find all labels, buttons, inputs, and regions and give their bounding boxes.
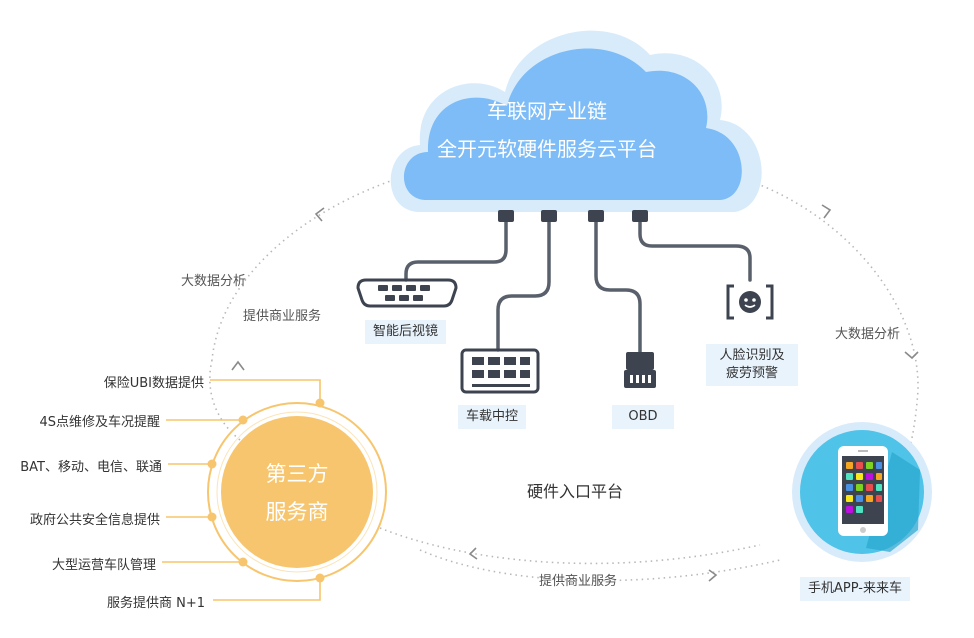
hardware-platform-label: 硬件入口平台 [527, 482, 624, 501]
provider-item: 大型运营车队管理 [51, 558, 156, 573]
provider-item: 4S点维修及车况提醒 [39, 415, 160, 430]
provider-dots [207, 398, 325, 583]
provider-connectors [162, 379, 321, 601]
phone-app-label: 手机APP-来来车 [800, 577, 910, 601]
face-recognition-label-line1: 人脸识别及 [719, 348, 785, 363]
left-big-data-label: 大数据分析 [181, 274, 247, 289]
face-recognition-label-line2: 疲劳预警 [725, 366, 778, 381]
smart-mirror-label: 智能后视镜 [365, 320, 447, 344]
flow-arrows [231, 204, 919, 582]
service-provider-line2: 服务商 [265, 500, 329, 524]
face-recognition-label: 人脸识别及 疲劳预警 [706, 344, 798, 386]
provider-item: 服务提供商 N+1 [106, 596, 205, 611]
bottom-business-label: 提供商业服务 [539, 574, 618, 589]
provider-item: 政府公共安全信息提供 [29, 513, 160, 528]
obd-label: OBD [612, 405, 674, 429]
connectors [498, 210, 648, 222]
service-provider-line1: 第三方 [265, 462, 329, 486]
cables [404, 220, 752, 354]
phone-app-icon [792, 422, 932, 562]
cloud-shape [390, 30, 762, 213]
left-business-label: 提供商业服务 [243, 309, 322, 324]
provider-item: 保险UBI数据提供 [103, 376, 204, 391]
obd-plug-icon [624, 352, 656, 388]
right-big-data-label: 大数据分析 [835, 327, 901, 342]
center-console-icon [460, 348, 540, 394]
cloud-title-line1: 车联网产业链 [487, 99, 607, 123]
service-provider-rings [207, 402, 387, 582]
flow-dotted-lines [209, 175, 919, 582]
face-recognition-icon [726, 284, 774, 320]
smart-mirror-icon [356, 278, 458, 308]
cloud-title-line2: 全开元软硬件服务云平台 [437, 137, 657, 161]
center-console-label: 车载中控 [458, 405, 527, 429]
provider-item: BAT、移动、电信、联通 [20, 460, 162, 475]
